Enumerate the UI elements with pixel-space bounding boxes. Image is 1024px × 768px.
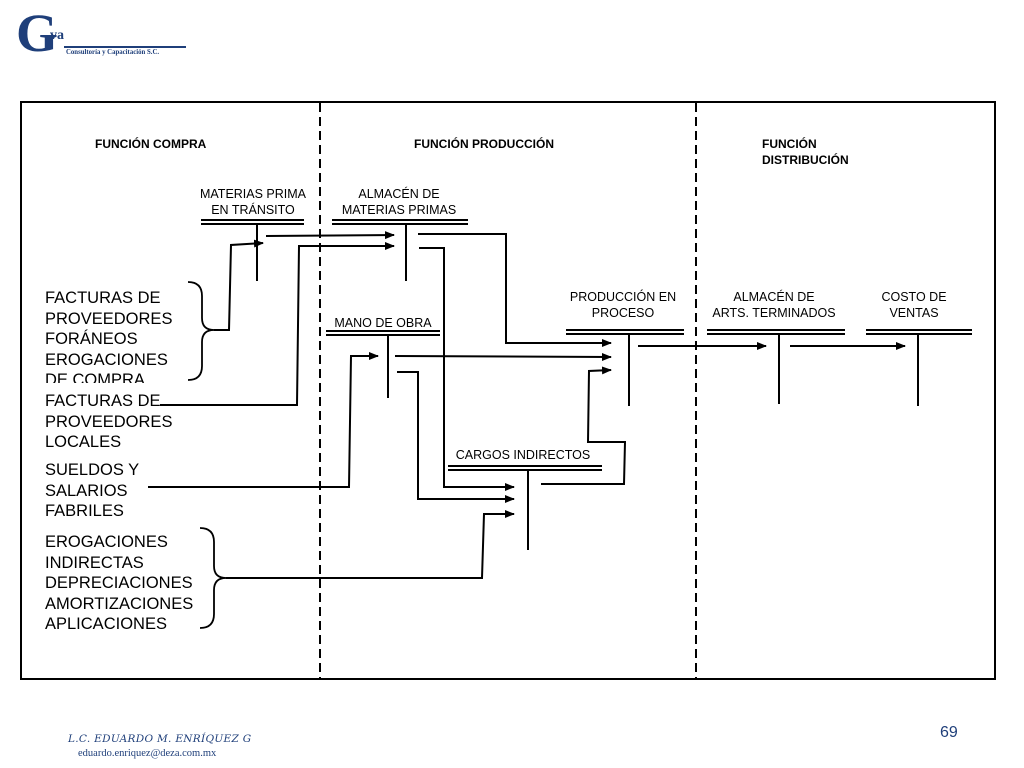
diagram-frame [20,101,996,680]
label-cargos-indirectos: CARGOS INDIRECTOS [455,448,591,462]
source-foraneos-line: PROVEEDORES [45,309,173,328]
t-account-mano-obra [326,330,440,398]
footer-author: L.C. EDUARDO M. ENRÍQUEZ G [68,733,252,745]
footer-email: eduardo.enriquez@deza.com.mx [78,748,217,759]
source-foraneos-line: FORÁNEOS [45,330,138,348]
source-indirectas-line: APLICACIONES [45,615,167,633]
source-indirectas-line: DEPRECIACIONES [45,574,193,592]
source-indirectas-line: EROGACIONES [45,533,168,551]
source-locales-line: FACTURAS DE [45,392,161,410]
source-indirectas: EROGACIONES INDIRECTAS DEPRECIACIONES AM… [45,532,210,635]
header-distribucion-line2: DISTRIBUCIÓN [762,153,849,167]
source-locales-line: LOCALES [45,433,122,451]
header-funcion-compra: FUNCIÓN COMPRA [95,137,207,151]
source-foraneos-line: EROGACIONES [45,350,168,369]
source-sueldos-line: SUELDOS Y [45,461,140,479]
label-costo-ventas-l1: COSTO DE [881,290,947,304]
source-sueldos: SUELDOS Y SALARIOS FABRILES [45,460,195,522]
header-funcion-distribucion: FUNCIÓN DISTRIBUCIÓN [762,136,849,168]
t-account-cargos-indirectos [448,465,602,550]
company-logo: G va Consultoría y Capacitación S.C. [14,3,186,63]
label-materias-transito-l2: EN TRÁNSITO [211,203,295,217]
logo-superscript: va [50,28,64,43]
arrow-transito-to-almacen-mp [265,231,395,240]
arrow-mano-obra-to-produccion [394,352,612,361]
source-foraneos-line: DE COMPRA [45,371,145,383]
label-almacen-mp-l1: ALMACÉN DE [358,187,440,201]
arrow-cargos-to-produccion [541,366,627,485]
label-materias-transito-l1: MATERIAS PRIMA [199,187,307,201]
label-almacen-terminados: ALMACÉN DE ARTS. TERMINADOS [702,289,846,321]
arrow-mp-to-cargos [419,247,515,491]
arrow-indirectas-to-cargos [226,510,515,579]
source-sueldos-line: SALARIOS [45,481,128,500]
source-indirectas-line: INDIRECTAS [45,553,144,572]
label-almacen-terminados-l2: ARTS. TERMINADOS [712,306,836,320]
label-costo-ventas: COSTO DE VENTAS [864,289,964,321]
page-number: 69 [940,724,958,741]
source-sueldos-line: FABRILES [45,502,124,520]
logo-letter: G [16,3,59,63]
label-costo-ventas-l2: VENTAS [889,306,939,320]
t-account-almacen-terminados [707,329,845,404]
source-locales-line: PROVEEDORES [45,412,173,431]
logo-tagline: Consultoría y Capacitación S.C. [66,49,160,56]
source-foraneos-line: FACTURAS DE [45,289,161,307]
header-distribucion-line1: FUNCIÓN [762,137,817,151]
label-almacen-terminados-l1: ALMACÉN DE [733,290,815,304]
header-funcion-produccion: FUNCIÓN PRODUCCIÓN [414,137,554,151]
brace-foraneos [187,281,215,381]
label-produccion-proceso-l1: PRODUCCIÓN EN [569,290,677,304]
t-account-costo-ventas [866,329,972,406]
arrow-locales-to-almacen-mp [160,242,395,406]
arrow-mp-to-produccion [418,233,612,347]
t-account-produccion-proceso [566,329,684,406]
source-locales: FACTURAS DE PROVEEDORES LOCALES [45,391,195,453]
arrow-sueldos-to-mano-obra [148,352,379,488]
label-produccion-proceso: PRODUCCIÓN EN PROCESO [558,289,688,321]
label-mano-obra: MANO DE OBRA [334,316,432,330]
logo-rule [64,46,186,48]
arrow-mano-obra-to-cargos [397,371,515,503]
label-almacen-mp-l2: MATERIAS PRIMAS [341,203,457,217]
source-foraneos: FACTURAS DE PROVEEDORES FORÁNEOS EROGACI… [45,288,190,383]
label-almacen-mp: ALMACÉN DE MATERIAS PRIMAS [330,186,468,218]
t-account-materias-transito [201,219,304,281]
label-produccion-proceso-l2: PROCESO [591,306,655,320]
t-account-almacen-mp [332,219,468,281]
arrow-foraneos-to-transito [214,239,264,331]
source-indirectas-line: AMORTIZACIONES [45,594,194,613]
label-materias-transito: MATERIAS PRIMA EN TRÁNSITO [188,186,318,218]
